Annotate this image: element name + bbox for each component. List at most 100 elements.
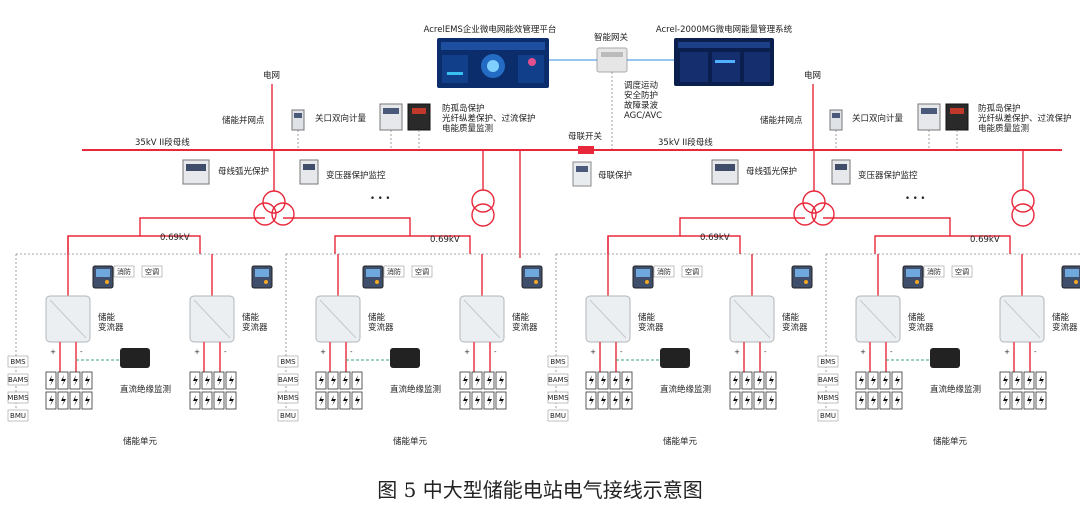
- stack-badge: [547, 373, 569, 386]
- bolt-icon: [193, 395, 198, 406]
- function-agc-avc: AGC/AVC: [624, 111, 662, 121]
- stack-badge: [817, 391, 839, 404]
- lv-bus-b-branch: [874, 235, 950, 254]
- bolt-icon: [859, 375, 864, 386]
- ac-label: 空调: [145, 267, 159, 276]
- lv-bus-b-branch2: [410, 235, 471, 254]
- pcs-label-1: 储能: [782, 312, 800, 323]
- protect-left-1: 防孤岛保护: [442, 103, 485, 114]
- minus-sign: -: [80, 348, 83, 356]
- bolt-icon: [625, 375, 630, 386]
- lv-voltage-b: 0.69kV: [970, 235, 1000, 245]
- fire-label: 消防: [927, 267, 941, 276]
- bolt-icon: [487, 395, 492, 406]
- storage-unit: BMSBAMSMBMSBMU储能变流器+-直流绝缘监测消防空调储能变流器+-储能…: [547, 253, 813, 447]
- bolt-icon: [757, 375, 762, 386]
- mg-title: Acrel-2000MG微电网能量管理系统: [656, 24, 793, 35]
- pcs-label-2: 变流器: [782, 322, 808, 333]
- bolt-icon: [625, 395, 630, 406]
- bolt-icon: [319, 395, 324, 406]
- meter-label-right: 关口双向计量: [852, 113, 904, 124]
- busbar-arc-left: 母线弧光保护: [218, 166, 269, 177]
- plus-sign: +: [734, 348, 740, 356]
- pcs-label-2: 变流器: [908, 322, 934, 333]
- stack-badge: [7, 391, 29, 404]
- mg-system: Acrel-2000MG微电网能量管理系统: [656, 24, 793, 86]
- storage-units: BMSBAMSMBMSBMU储能变流器+-直流绝缘监测消防空调储能变流器+-储能…: [7, 253, 1080, 447]
- bolt-icon: [49, 395, 54, 406]
- gateway-label: 智能网关: [594, 32, 629, 43]
- bolt-icon: [1039, 395, 1044, 406]
- stack-label-mbms: MBMS: [7, 394, 29, 402]
- bolt-icon: [733, 375, 738, 386]
- minus-sign: -: [890, 348, 893, 356]
- grid-label-left: 电网: [263, 70, 280, 81]
- insulation-label: 直流绝缘监测: [660, 384, 711, 395]
- fire-label: 消防: [117, 267, 131, 276]
- function-dispatch: 调度运动: [624, 80, 659, 91]
- bolt-icon: [745, 395, 750, 406]
- section-left-header: 电网 储能并网点 关口双向计量 防孤岛保护 光纤纵差保护、过流保护 电能质量监测…: [182, 70, 536, 204]
- bolt-icon: [769, 375, 774, 386]
- plus-sign: +: [1004, 348, 1010, 356]
- lv-bus-a-branch: [140, 235, 201, 254]
- stack-label-bmu: BMU: [10, 412, 26, 420]
- section-right-header: 电网 储能并网点 关口双向计量 防孤岛保护 光纤纵差保护、过流保护 电能质量监测…: [711, 70, 1072, 204]
- bolt-icon: [229, 375, 234, 386]
- stack-label-bms: BMS: [550, 358, 566, 366]
- bolt-icon: [61, 395, 66, 406]
- coupler-protection-device: 母联保护: [572, 161, 632, 187]
- bolt-icon: [463, 375, 468, 386]
- busbar-arc-right: 母线弧光保护: [746, 166, 797, 177]
- fire-badge: [923, 265, 945, 278]
- main-transformer: [793, 150, 835, 226]
- pcs-label-2: 变流器: [242, 322, 268, 333]
- plus-sign: +: [320, 348, 326, 356]
- bolt-icon: [745, 375, 750, 386]
- pcs-label-2: 变流器: [368, 322, 394, 333]
- bolt-icon: [757, 395, 762, 406]
- stack-label-bms: BMS: [10, 358, 26, 366]
- bolt-icon: [217, 375, 222, 386]
- bolt-icon: [49, 375, 54, 386]
- insulation-monitor: [660, 348, 690, 368]
- ac-label: 空调: [955, 267, 969, 276]
- protect-right-2: 光纤纵差保护、过流保护: [978, 113, 1072, 124]
- lv-bus-b-branch: [334, 235, 410, 254]
- stack-badge: [547, 355, 569, 368]
- bolt-icon: [217, 395, 222, 406]
- plus-sign: +: [590, 348, 596, 356]
- plus-sign: +: [50, 348, 56, 356]
- bus-right-label: 35kV II段母线: [658, 137, 713, 148]
- stack-label-bams: BAMS: [818, 376, 839, 384]
- pcs-label-1: 储能: [908, 312, 926, 323]
- stack-badge: [817, 355, 839, 368]
- stack-badge: [7, 355, 29, 368]
- protect-right-1: 防孤岛保护: [978, 103, 1021, 114]
- stack-badge: [7, 373, 29, 386]
- bolt-icon: [73, 375, 78, 386]
- grid-point-left: 储能并网点: [222, 115, 265, 126]
- bolt-icon: [589, 375, 594, 386]
- stack-label-bms: BMS: [280, 358, 296, 366]
- lv-bus-b-branch2: [950, 235, 1011, 254]
- bolt-icon: [475, 395, 480, 406]
- protect-left-2: 光纤纵差保护、过流保护: [442, 113, 536, 124]
- bolt-icon: [1027, 375, 1032, 386]
- bolt-icon: [331, 375, 336, 386]
- stack-badge: [277, 391, 299, 404]
- bolt-icon: [1003, 395, 1008, 406]
- insulation-label: 直流绝缘监测: [120, 384, 171, 395]
- bolt-icon: [61, 375, 66, 386]
- bolt-icon: [883, 395, 888, 406]
- storage-unit: BMSBAMSMBMSBMU储能变流器+-直流绝缘监测消防空调储能变流器+-储能…: [277, 253, 543, 447]
- bolt-icon: [475, 375, 480, 386]
- stack-label-bms: BMS: [820, 358, 836, 366]
- stack-badge: [7, 409, 29, 422]
- bolt-icon: [769, 395, 774, 406]
- lv-bus-b: [283, 217, 411, 236]
- insulation-monitor: [390, 348, 420, 368]
- grid-point-right: 储能并网点: [760, 115, 803, 126]
- lv-voltage-a: 0.69kV: [700, 233, 730, 243]
- fire-label: 消防: [657, 267, 671, 276]
